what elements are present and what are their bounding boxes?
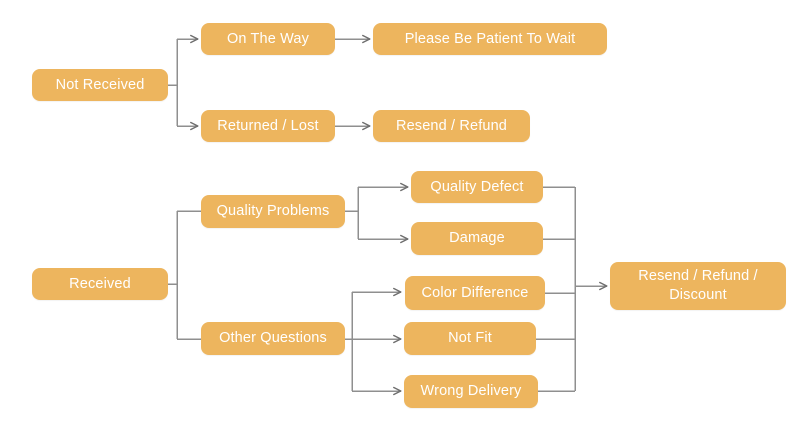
node-received[interactable]: Received	[32, 268, 168, 300]
node-resend-refund-discount[interactable]: Resend / Refund / Discount	[610, 262, 786, 310]
node-color-difference[interactable]: Color Difference	[405, 276, 545, 310]
node-on-the-way[interactable]: On The Way	[201, 23, 335, 55]
node-wrong-delivery[interactable]: Wrong Delivery	[404, 375, 538, 408]
node-returned-lost[interactable]: Returned / Lost	[201, 110, 335, 142]
node-quality-defect[interactable]: Quality Defect	[411, 171, 543, 203]
node-other-questions[interactable]: Other Questions	[201, 322, 345, 355]
node-not-fit[interactable]: Not Fit	[404, 322, 536, 355]
node-quality-problems[interactable]: Quality Problems	[201, 195, 345, 228]
node-not-received[interactable]: Not Received	[32, 69, 168, 101]
node-please-be-patient-to-wait[interactable]: Please Be Patient To Wait	[373, 23, 607, 55]
node-resend-refund[interactable]: Resend / Refund	[373, 110, 530, 142]
node-damage[interactable]: Damage	[411, 222, 543, 255]
